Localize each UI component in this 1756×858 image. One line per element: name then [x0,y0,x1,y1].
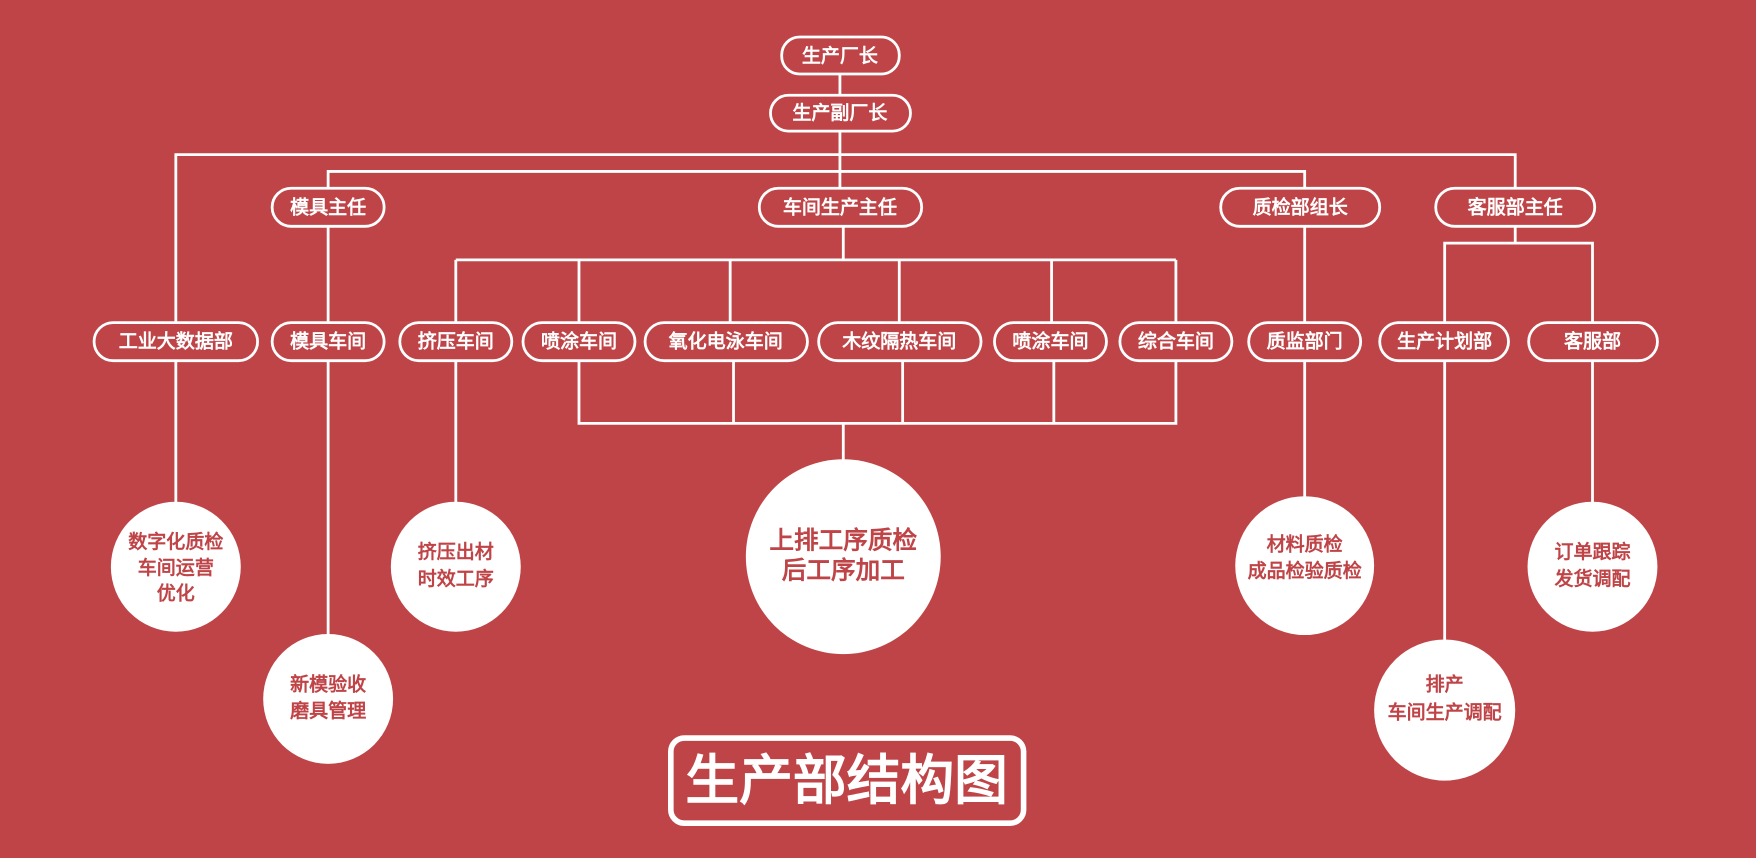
node-label: 氧化电泳车间 [669,330,783,353]
duty-planning: 排产 车间生产调配 [1374,639,1516,781]
node-mold-head: 模具主任 [270,186,386,228]
node-qc-leader: 质检部组长 [1219,186,1382,228]
node-label: 喷涂车间 [1012,330,1088,353]
node-label: 质监部门 [1267,330,1343,353]
duty-line: 上排工序质检 [769,525,917,554]
duty-line: 车间运营 [138,556,214,579]
node-spray-2: 喷涂车间 [993,321,1108,363]
duty-workshops: 上排工序质检 后工序加工 [745,459,941,655]
node-general: 综合车间 [1118,321,1234,363]
duty-bigdata: 数字化质检 车间运营 优化 [110,501,241,632]
node-woodgrain: 木纹隔热车间 [817,321,983,363]
node-spray-1: 喷涂车间 [521,321,637,363]
node-label: 生产副厂长 [792,101,888,124]
duty-line: 成品检验质检 [1248,559,1362,582]
node-cs: 客服部 [1527,321,1659,363]
connector-lines [174,73,1594,641]
duty-line: 材料质检 [1267,532,1343,555]
node-bigdata: 工业大数据部 [92,321,259,363]
duty-line: 后工序加工 [782,556,905,585]
duty-cs: 订单跟踪 发货调配 [1527,501,1658,632]
duty-line: 时效工序 [418,567,494,590]
duty-line: 车间生产调配 [1388,700,1502,723]
node-label: 综合车间 [1138,330,1214,353]
duty-line: 磨具管理 [289,699,366,722]
duty-extrusion: 挤压出材 时效工序 [390,501,521,632]
node-label: 模具主任 [290,195,366,218]
duty-qc: 材料质检 成品检验质检 [1235,496,1375,636]
node-mold-shop: 模具车间 [270,321,386,363]
node-workshop-head: 车间生产主任 [757,186,924,228]
node-extrusion: 挤压车间 [398,321,514,363]
chart-title: 生产部结构图 [668,735,1027,827]
duty-mold: 新模验收 磨具管理 [263,633,394,764]
node-label: 工业大数据部 [119,330,233,353]
duty-line: 排产 [1426,672,1464,695]
node-qc-dept: 质监部门 [1247,321,1363,363]
node-oxidation: 氧化电泳车间 [643,321,809,363]
node-label: 客服部 [1564,330,1621,353]
node-label: 模具车间 [290,330,366,353]
node-label: 客服部主任 [1468,195,1563,218]
duty-line: 发货调配 [1553,567,1630,590]
node-label: 喷涂车间 [541,330,617,353]
duty-line: 数字化质检 [128,530,223,553]
node-deputy-director: 生产副厂长 [769,93,912,133]
duty-line: 新模验收 [290,672,366,695]
duty-line: 订单跟踪 [1554,540,1630,563]
node-label: 质检部组长 [1253,195,1349,218]
node-director: 生产厂长 [780,35,901,76]
node-label: 车间生产主任 [783,195,897,218]
node-label: 木纹隔热车间 [841,330,956,353]
node-planning: 生产计划部 [1378,321,1510,363]
node-label: 挤压车间 [418,330,494,353]
chart-title-text: 生产部结构图 [685,749,1008,812]
node-label: 生产计划部 [1397,330,1492,353]
duty-line: 优化 [157,582,195,605]
node-label: 生产厂长 [802,44,879,67]
node-cs-head: 客服部主任 [1434,186,1597,228]
duty-line: 挤压出材 [418,540,494,563]
